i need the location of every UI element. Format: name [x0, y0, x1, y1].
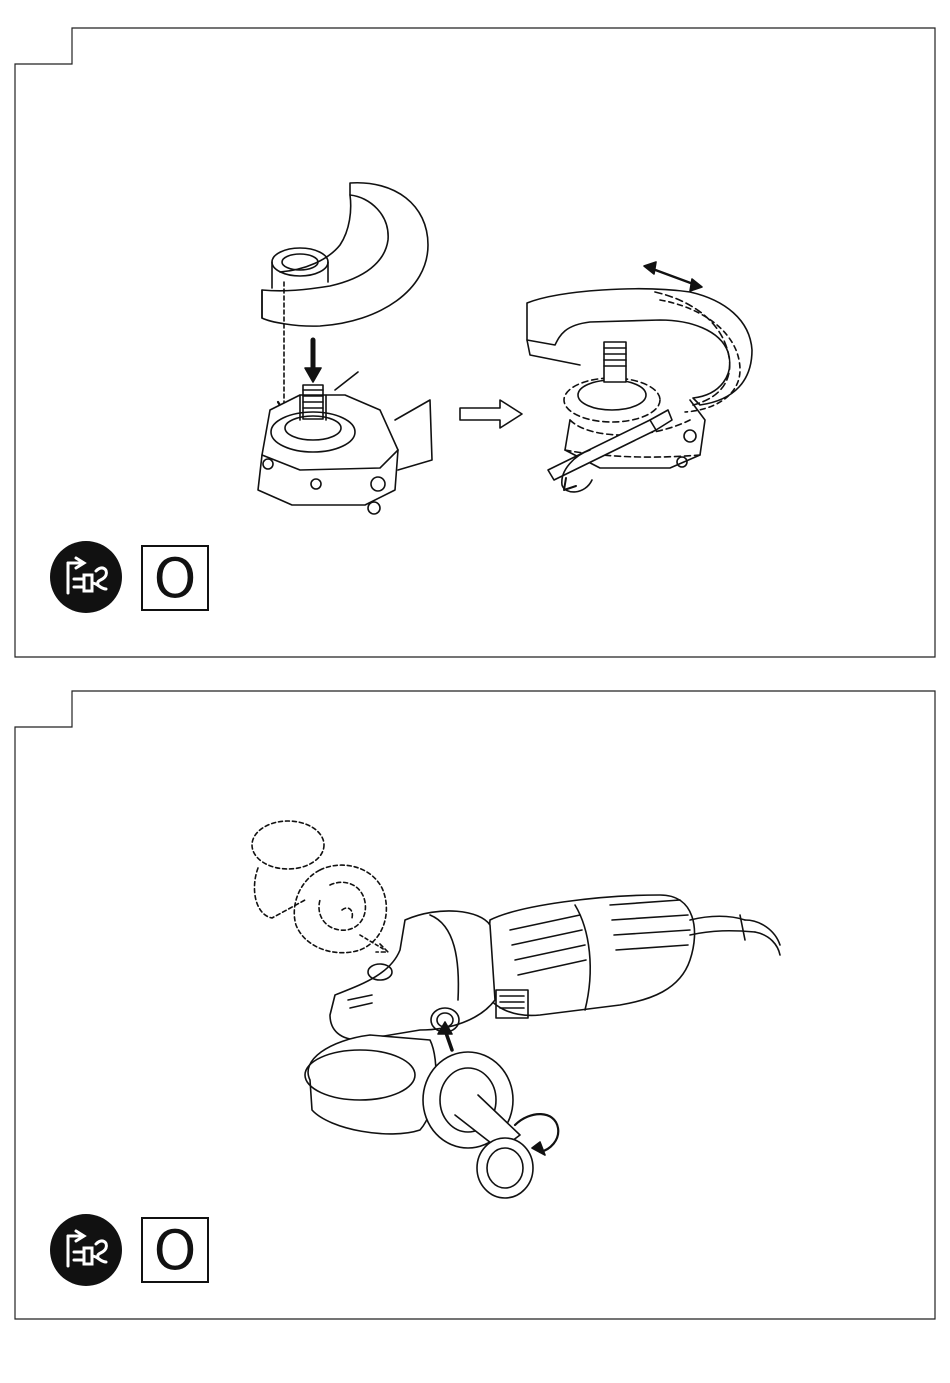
grinding-wheel [305, 1035, 436, 1134]
symbol-label: O [154, 552, 197, 606]
unplug-icon [50, 1214, 122, 1286]
symbol-box: O [141, 1217, 209, 1283]
grinder-body [485, 895, 755, 1015]
unplug-icon [50, 541, 122, 613]
symbol-box: O [141, 545, 209, 611]
alternate-handle-position [252, 821, 388, 953]
symbol-label: O [154, 1224, 197, 1278]
power-cord [745, 920, 780, 955]
